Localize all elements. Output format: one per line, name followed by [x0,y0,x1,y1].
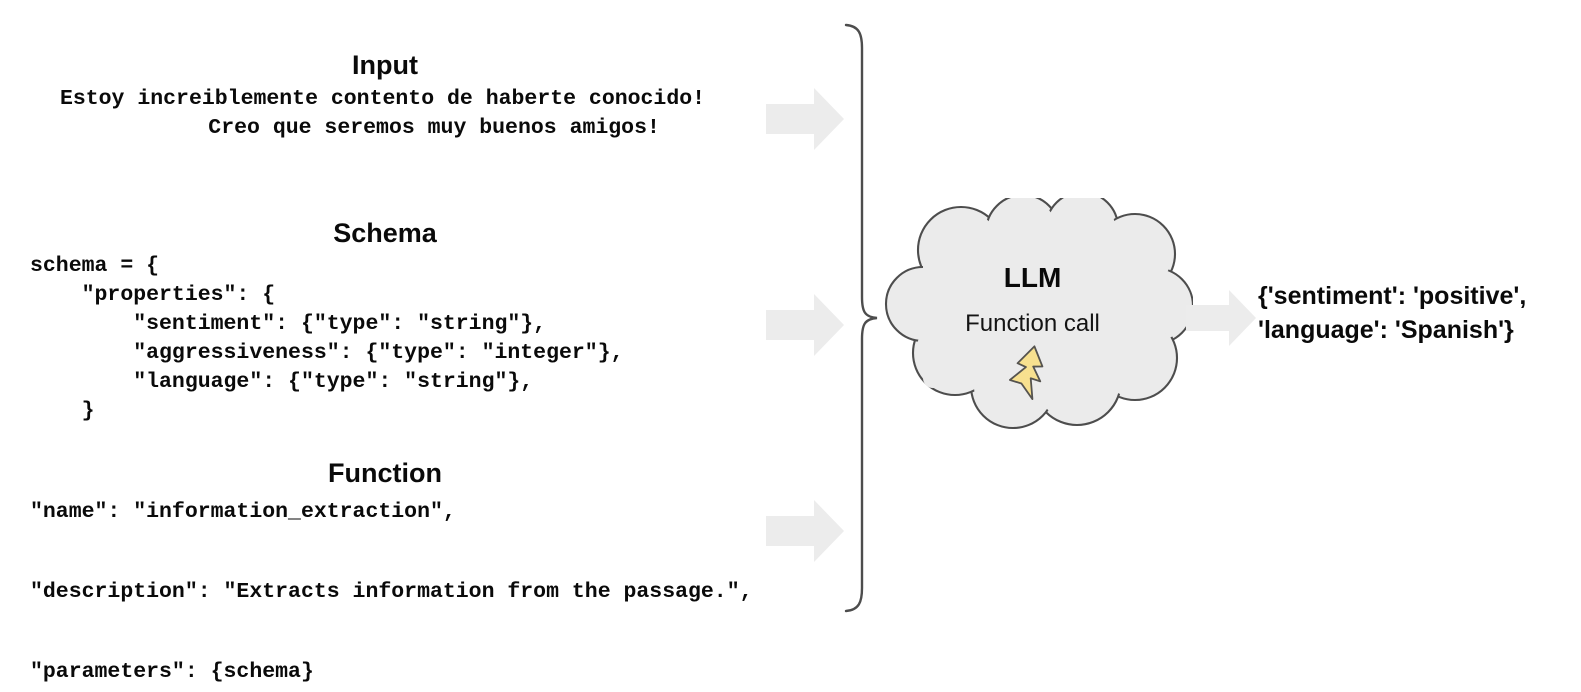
input-sample-text: Estoy increiblemente contento de haberte… [59,87,706,140]
function-code-block: "name": "information_extraction", "descr… [30,500,753,684]
curly-brace-right-icon [844,23,878,613]
schema-code-block: schema = { "properties": { "sentiment": … [30,254,624,423]
arrow-right-icon-schema [766,294,844,356]
arrow-right-icon-input [766,88,844,150]
output-result-text: {'sentiment': 'positive', 'language': 'S… [1258,282,1527,344]
function-section-heading: Function [328,458,442,488]
cloud-subtitle-function-call: Function call [965,310,1100,337]
cloud-title-llm: LLM [1003,262,1062,293]
arrow-right-icon-output [1186,290,1256,346]
lightning-bolt-icon [1008,345,1044,400]
input-section-heading: Input [352,50,418,80]
cloud-shape [884,198,1193,430]
schema-section-heading: Schema [333,218,437,248]
arrow-right-icon-function [766,500,844,562]
diagram-canvas: Input Estoy increiblemente contento de h… [30,23,1527,684]
